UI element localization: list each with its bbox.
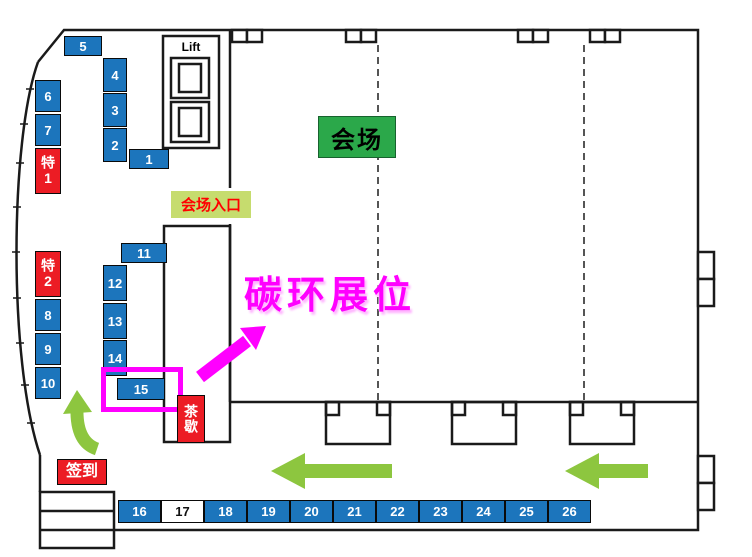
lift-shaft-block xyxy=(161,34,221,150)
route-arrow-left-long xyxy=(271,453,392,489)
outer-wall xyxy=(37,28,700,532)
highlight-annotation: 碳环展位 xyxy=(244,275,417,317)
booth-17: 17 xyxy=(161,500,204,523)
booth-9: 9 xyxy=(35,333,61,365)
special-booth-1: 特1 xyxy=(35,148,61,194)
booth-23: 23 xyxy=(419,500,462,523)
booth-25: 25 xyxy=(505,500,548,523)
checkin-label: 签到 xyxy=(57,459,107,485)
partition-lines xyxy=(377,45,585,400)
highlight-arrow xyxy=(196,326,266,383)
booth-19: 19 xyxy=(247,500,290,523)
booth-20: 20 xyxy=(290,500,333,523)
route-arrow-left-short xyxy=(565,453,648,489)
booth-2: 2 xyxy=(103,128,127,162)
booth-15: 15 xyxy=(117,378,165,400)
booth-24: 24 xyxy=(462,500,505,523)
booth-1: 1 xyxy=(129,149,169,169)
door-jambs xyxy=(230,28,716,512)
lift-label: Lift xyxy=(181,39,201,54)
hall-entrance-label: 会场入口 xyxy=(171,191,251,218)
booth-7: 7 xyxy=(35,114,61,146)
booth-26: 26 xyxy=(548,500,591,523)
route-arrow-up-curved xyxy=(63,390,100,456)
tea-break-label: 茶歇 xyxy=(177,395,205,443)
booth-11: 11 xyxy=(121,243,167,263)
booth-4: 4 xyxy=(103,58,127,92)
hall-label: 会场 xyxy=(318,116,396,158)
booth-22: 22 xyxy=(376,500,419,523)
booth-12: 12 xyxy=(103,265,127,301)
booth-18: 18 xyxy=(204,500,247,523)
special-booth-2: 特2 xyxy=(35,251,61,297)
booth-15-highlight-frame xyxy=(101,367,183,412)
stairs xyxy=(38,490,116,550)
booth-21: 21 xyxy=(333,500,376,523)
booth-16: 16 xyxy=(118,500,161,523)
booth-13: 13 xyxy=(103,303,127,339)
booth-8: 8 xyxy=(35,299,61,331)
booth-10: 10 xyxy=(35,367,61,399)
arc-ticks xyxy=(12,88,35,424)
booth-5: 5 xyxy=(64,36,102,56)
booth-3: 3 xyxy=(103,93,127,127)
booth-6: 6 xyxy=(35,80,61,112)
